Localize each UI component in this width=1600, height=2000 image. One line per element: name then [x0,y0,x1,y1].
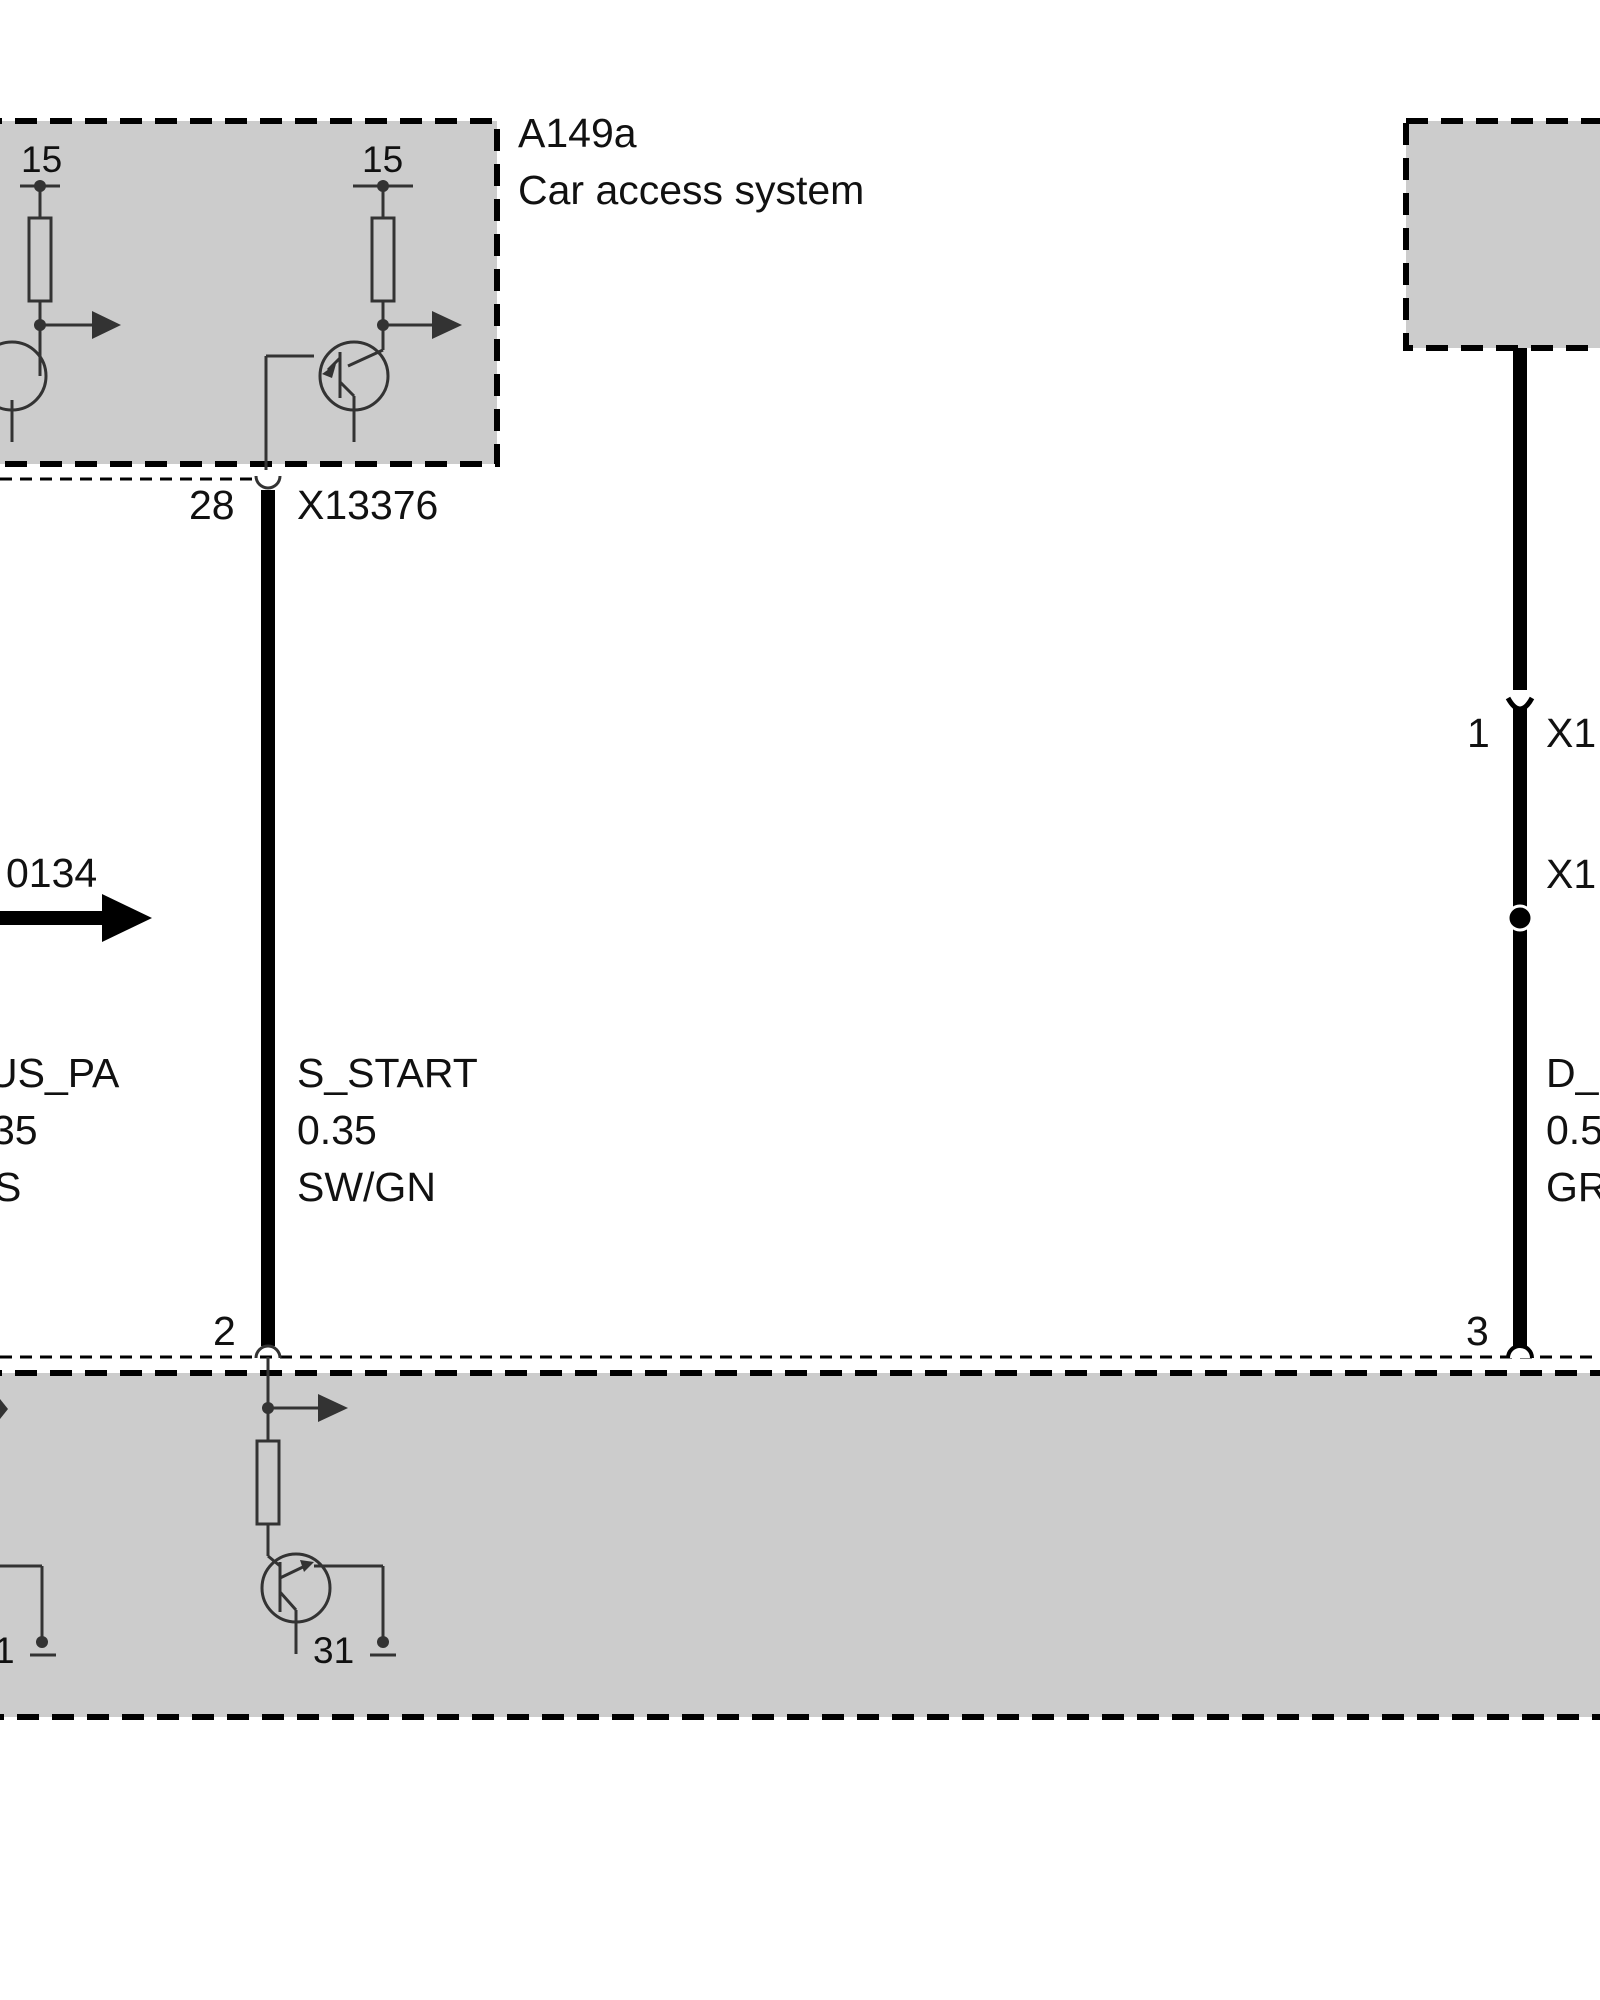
ground-label-31: 31 [313,1630,354,1671]
wire-color-left: S [0,1164,21,1210]
ground-circuit-right [255,1357,396,1657]
wire-color-right: GR [1546,1164,1600,1210]
bottom-module-box [0,1370,1600,1720]
wire-gauge-right: 0.5 [1546,1107,1600,1153]
right-module [1403,118,1600,351]
reference-arrow-icon [102,894,152,942]
wire-right: 1 X1 X1 3 D_ 0.5 GR [1466,348,1600,1359]
reference-number: 0134 [6,850,97,896]
wire-color-s-start: SW/GN [297,1164,436,1210]
component-name: Car access system [518,167,864,213]
ground-label-1: 1 [0,1630,15,1671]
wire-signal-right: D_ [1546,1050,1600,1096]
pin-label-15-left: 15 [21,139,62,180]
signal-arrow-icon [318,1394,348,1422]
connector-pin-1: 1 [1467,710,1490,756]
connector-pin-3: 3 [1466,1308,1489,1354]
signal-arrow-icon [92,311,121,339]
ground-circuit-left [0,1399,56,1657]
pull-up-circuit-left [0,180,121,442]
connector-name-x1-b: X1 [1546,851,1596,897]
connector-pin-2: 2 [213,1308,236,1354]
wire-gauge-left: 35 [0,1107,38,1153]
wire-gauge-s-start: 0.35 [297,1107,377,1153]
bottom-module: 1 31 [0,1355,1600,1720]
wire-s-start: 28 X13376 2 S_START 0.35 SW/GN [189,475,478,1359]
pull-up-circuit-right [264,180,462,470]
signal-arrow-icon [432,311,462,339]
connector-name-x1-a: X1 [1546,710,1596,756]
car-access-system-module: 15 15 A149a Car access system [0,110,864,481]
wire-signal-left: US_PA [0,1050,120,1096]
car-access-system-box [0,118,500,467]
right-module-box [1403,118,1600,351]
wire-signal-s-start: S_START [297,1050,478,1096]
left-reference: 0134 US_PA 35 S [0,850,152,1210]
connector-pin-28: 28 [189,482,235,528]
pin-label-15-right: 15 [362,139,403,180]
component-id: A149a [518,110,637,156]
connector-name-x13376: X13376 [297,482,438,528]
